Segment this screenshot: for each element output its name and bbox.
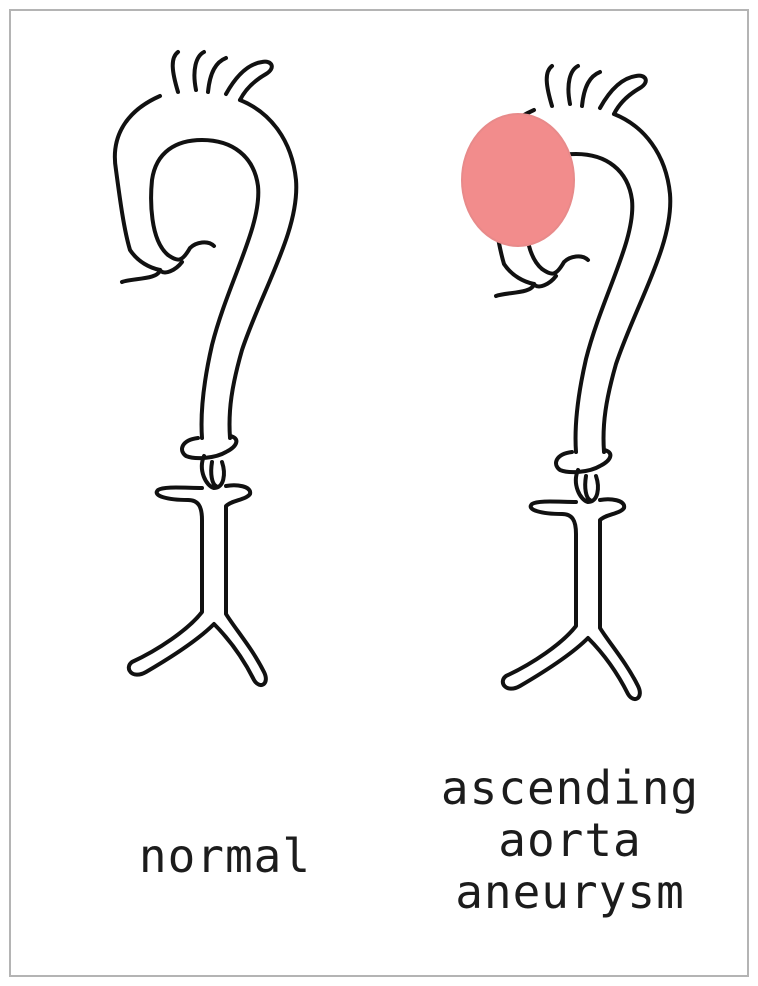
aneurysm-label: ascending aorta aneurysm (430, 762, 710, 918)
aneurysm-label-line-1: ascending (430, 762, 710, 814)
aneurysm-label-line-2: aorta (430, 814, 710, 866)
normal-label: normal (100, 830, 350, 882)
aneurysm-label-line-3: aneurysm (430, 866, 710, 918)
normal-label-line: normal (139, 829, 311, 883)
aneurysm-aorta-diagram (462, 66, 670, 699)
normal-aorta-diagram (115, 52, 296, 685)
aneurysm-bulge (462, 114, 574, 246)
